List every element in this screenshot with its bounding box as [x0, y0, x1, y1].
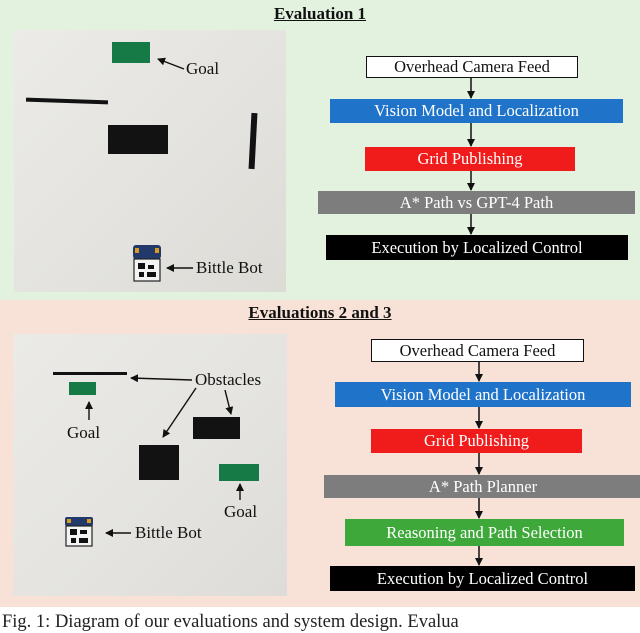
- goal-arrow: [157, 57, 185, 70]
- flow-execution: Execution by Localized Control: [330, 566, 635, 591]
- flow-vision-model: Vision Model and Localization: [330, 99, 623, 123]
- obstacle-bar: [53, 372, 127, 375]
- flow-path-planner: A* Path Planner: [324, 475, 640, 498]
- goal-marker-right: [219, 464, 259, 481]
- goal-marker-left: [69, 382, 96, 395]
- evaluations-2-3-panel: Evaluations 2 and 3 Obstacles Goal Goal …: [0, 300, 640, 607]
- bittle-bot-label: Bittle Bot: [196, 258, 263, 277]
- flow-grid-publishing: Grid Publishing: [371, 429, 582, 453]
- flow-grid-publishing: Grid Publishing: [365, 147, 575, 171]
- goal-label: Goal: [186, 59, 220, 78]
- flow-camera-feed: Overhead Camera Feed: [371, 339, 584, 362]
- evaluation-1-title: Evaluation 1: [273, 4, 367, 23]
- obstacle-arrow-left: [130, 374, 193, 383]
- obstacle-block: [108, 125, 168, 154]
- flow-reasoning: Reasoning and Path Selection: [345, 519, 624, 546]
- flow-camera-feed: Overhead Camera Feed: [366, 56, 578, 78]
- bittle-bot-icon: [131, 245, 163, 283]
- flow-path-comparison: A* Path vs GPT-4 Path: [318, 191, 635, 214]
- obstacle-arrow-right: [224, 389, 234, 415]
- obstacles-label: Obstacles: [195, 370, 262, 389]
- obstacle-block-right: [193, 417, 240, 439]
- flow-vision-model: Vision Model and Localization: [335, 382, 631, 407]
- goal-label-left: Goal: [67, 423, 101, 442]
- goal-marker: [112, 42, 150, 63]
- evaluations-2-3-photo: [13, 334, 287, 596]
- bittle-bot-label: Bittle Bot: [135, 523, 202, 542]
- goal-label-right: Goal: [224, 502, 258, 521]
- bittle-bot-icon: [63, 517, 95, 547]
- evaluations-2-3-title: Evaluations 2 and 3: [248, 303, 392, 322]
- evaluation-1-photo: [14, 30, 286, 292]
- obstacle-arrow-center: [162, 387, 197, 438]
- evaluation-1-panel: Evaluation 1 Goal Bittle Bot Overhead Ca…: [0, 0, 640, 300]
- obstacle-block-center: [139, 445, 179, 480]
- flow-execution: Execution by Localized Control: [326, 235, 628, 260]
- figure-caption: Fig. 1: Diagram of our evaluations and s…: [2, 612, 459, 632]
